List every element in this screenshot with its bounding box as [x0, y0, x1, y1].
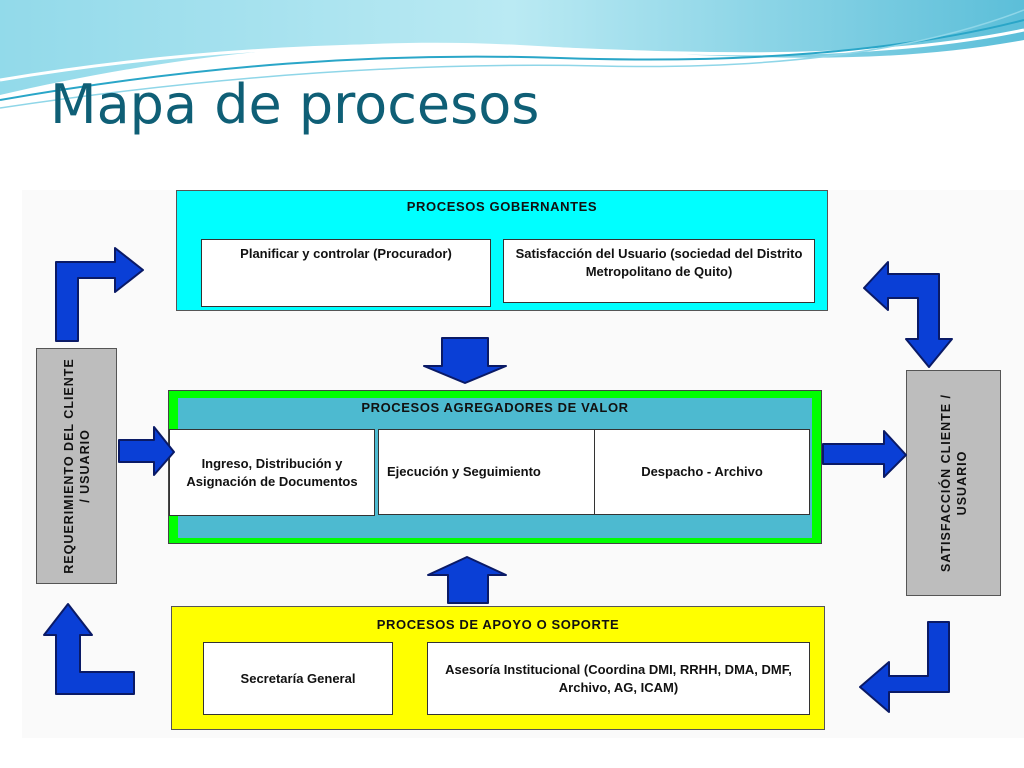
agregadores-item-despacho: Despacho - Archivo: [594, 429, 810, 515]
requerimiento-cliente-text: REQUERIMIENTO DEL CLIENTE / USUARIO: [61, 358, 92, 574]
apoyo-item-secretaria: Secretaría General: [203, 642, 393, 715]
apoyo-group: PROCESOS DE APOYO O SOPORTE Secretaría G…: [171, 606, 825, 730]
requerimiento-cliente-box: REQUERIMIENTO DEL CLIENTE / USUARIO: [36, 348, 117, 584]
satisfaccion-cliente-text: SATISFACCIÓN CLIENTE / USUARIO: [938, 393, 969, 573]
slide-title: Mapa de procesos: [50, 73, 540, 136]
gobernantes-label: PROCESOS GOBERNANTES: [406, 199, 598, 214]
satisfaccion-cliente-box: SATISFACCIÓN CLIENTE / USUARIO: [906, 370, 1001, 596]
header-wave-decoration: [0, 0, 1024, 109]
agregadores-group: PROCESOS AGREGADORES DE VALOR Ingreso, D…: [168, 390, 822, 544]
agregadores-label: PROCESOS AGREGADORES DE VALOR: [361, 400, 629, 415]
apoyo-label: PROCESOS DE APOYO O SOPORTE: [376, 617, 620, 632]
agregadores-item-ejecucion: Ejecución y Seguimiento: [378, 429, 595, 515]
apoyo-item-asesoria: Asesoría Institucional (Coordina DMI, RR…: [427, 642, 810, 715]
gobernantes-group: PROCESOS GOBERNANTES Planificar y contro…: [176, 190, 828, 311]
gobernantes-item-satisfaccion: Satisfacción del Usuario (sociedad del D…: [503, 239, 815, 303]
agregadores-item-ingreso: Ingreso, Distribución y Asignación de Do…: [169, 429, 375, 516]
gobernantes-item-planificar: Planificar y controlar (Procurador): [201, 239, 491, 307]
